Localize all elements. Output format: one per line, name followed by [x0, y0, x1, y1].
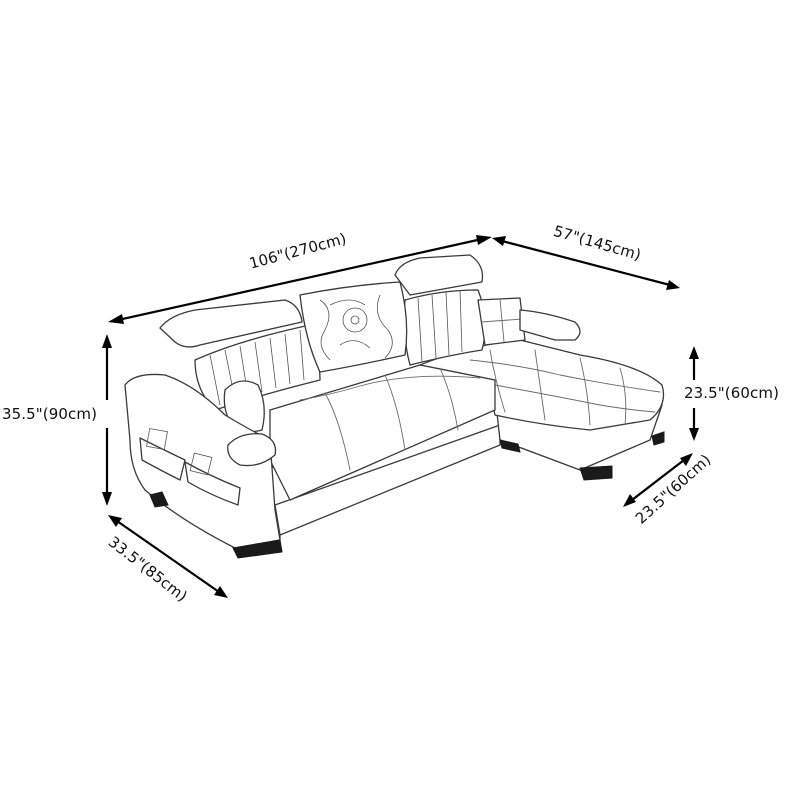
leg-chaise-right — [651, 431, 665, 446]
magazines — [146, 428, 213, 476]
chaise-height-label: 23.5"(60cm) — [684, 384, 780, 402]
chaise-length-arrow-right-icon — [666, 280, 680, 290]
chaise-height-arrow-down-icon — [689, 428, 699, 441]
leg-front-center — [232, 539, 283, 559]
side-pocket-1 — [139, 437, 186, 481]
leg-front-left — [149, 491, 169, 508]
floral-pattern — [319, 294, 393, 361]
chaise-length-dimension-line — [501, 239, 671, 287]
right-armrest — [519, 309, 581, 341]
depth-dimension-line — [116, 520, 220, 593]
chaise-width-arrow-right-icon — [680, 453, 693, 466]
floral-pillow — [299, 281, 408, 373]
leg-chaise-front — [579, 465, 613, 481]
headrest-right — [394, 254, 484, 296]
headrest-left — [159, 299, 303, 348]
checkered-pillow — [477, 297, 526, 346]
chaise-height-arrow-up-icon — [689, 346, 699, 359]
sofa-illustration — [124, 254, 665, 559]
width-dimension-line — [117, 237, 483, 322]
depth-arrow-right-icon — [214, 586, 228, 598]
armrest-top-cap — [227, 433, 277, 467]
height-arrow-down-icon — [102, 492, 112, 506]
overall-height-label: 35.5"(90cm) — [2, 405, 98, 423]
leg-chaise-back — [499, 439, 521, 453]
chaise-width-dimension-line — [631, 459, 685, 501]
height-arrow-up-icon — [102, 334, 112, 348]
chaise-length-arrow-left-icon — [492, 236, 506, 246]
width-arrow-right-icon — [476, 235, 492, 245]
seat-cushion-dividers — [299, 367, 481, 471]
chaise-tufting — [469, 349, 661, 426]
chaise-width-arrow-left-icon — [623, 494, 636, 507]
width-arrow-left-icon — [108, 314, 124, 324]
depth-arrow-left-icon — [108, 515, 122, 527]
dimension-lines — [102, 235, 699, 598]
stripe-pattern-right — [417, 289, 463, 363]
